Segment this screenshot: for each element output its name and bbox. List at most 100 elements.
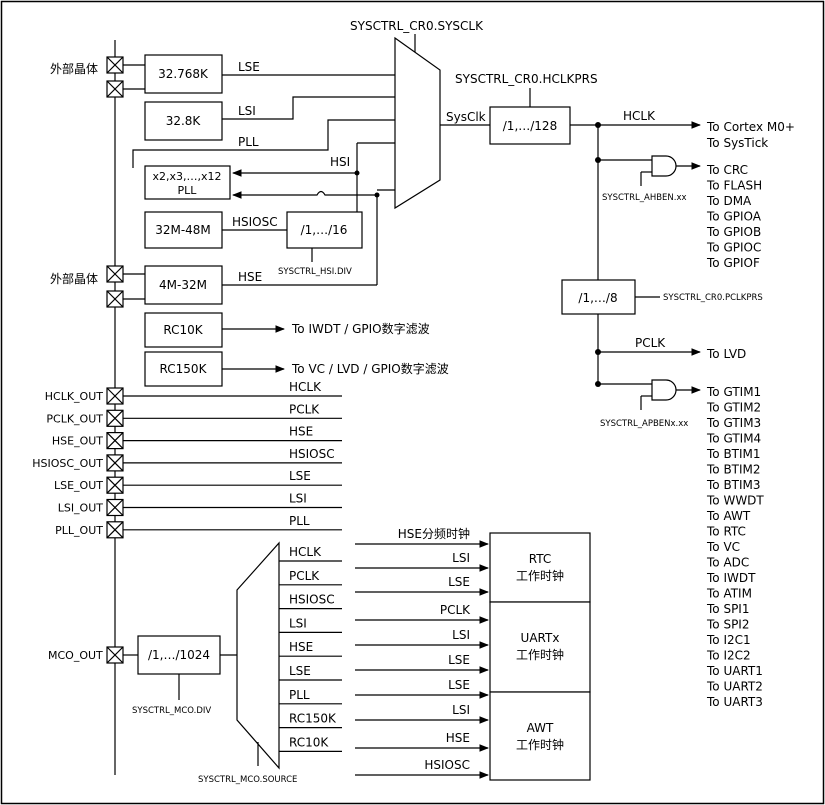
- uart-input-0: PCLK: [440, 603, 471, 617]
- hse-line-label: HSE: [238, 270, 262, 284]
- mco-input-6: PLL: [289, 688, 310, 702]
- apb-target-5: To BTIM2: [706, 463, 761, 477]
- apb-target-7: To WWDT: [706, 494, 764, 508]
- hsiosc-box-label: 32M-48M: [155, 223, 211, 237]
- sysclk-signal: SysClk: [446, 110, 486, 124]
- to-systick: To SysTick: [706, 136, 768, 150]
- ahb-target-6: To GPIOF: [706, 256, 760, 270]
- to-iwdt-filter: To IWDT / GPIO数字滤波: [291, 321, 430, 336]
- mco-input-2: HSIOSC: [289, 593, 335, 607]
- out-signal-0: HCLK: [289, 380, 322, 394]
- hclkprs-label: SYSCTRL_CR0.HCLKPRS: [455, 72, 598, 86]
- hsi-div-label: SYSCTRL_HSI.DIV: [278, 267, 352, 277]
- awt-input-2: HSIOSC: [424, 758, 470, 772]
- lse-line-label: LSE: [238, 60, 260, 74]
- out-pin-3: [106, 454, 124, 472]
- sysclk-mux-label: SYSCTRL_CR0.SYSCLK: [350, 19, 484, 33]
- hsi-div-box: [286, 211, 363, 249]
- sysclk-mux: [394, 36, 441, 210]
- mco-source-label: SYSCTRL_MCO.SOURCE: [198, 775, 297, 785]
- uart-input-1: LSI: [452, 628, 470, 642]
- lse-oscillator-label: 32.768K: [158, 67, 209, 81]
- apb-target-19: To UART2: [706, 680, 763, 694]
- uart-input-3: LSE: [448, 678, 470, 692]
- apb-target-1: To GTIM2: [706, 401, 761, 415]
- apb-target-13: To ATIM: [706, 587, 752, 601]
- out-pin-1: [106, 409, 124, 427]
- rtc-input-0: HSE分频时钟: [398, 526, 470, 541]
- awt-block-line1: AWT: [527, 721, 554, 735]
- out-pin-label-2: HSE_OUT: [52, 435, 103, 448]
- apb-target-10: To VC: [706, 540, 740, 554]
- uart-block-line2: 工作时钟: [516, 647, 564, 662]
- out-pin-5: [106, 498, 124, 517]
- mco-out-label: MCO_OUT: [48, 649, 103, 662]
- apb-target-12: To IWDT: [706, 571, 756, 585]
- apben-label: SYSCTRL_APBENx.xx: [600, 419, 688, 429]
- ahb-target-2: To DMA: [706, 194, 752, 208]
- external-crystal-label-2: 外部晶体: [50, 271, 98, 286]
- crystal-pin-2: [106, 265, 124, 308]
- rc10k-label: RC10K: [163, 323, 203, 337]
- apb-target-20: To UART3: [706, 695, 763, 709]
- apb-target-6: To BTIM3: [706, 478, 761, 492]
- ahben-label: SYSCTRL_AHBEN.xx: [602, 193, 687, 203]
- hse-box: [144, 265, 223, 305]
- hsi-line-label: HSI: [330, 155, 350, 169]
- mco-div-label: SYSCTRL_MCO.DIV: [132, 706, 211, 716]
- pll-box-line2: PLL: [178, 184, 198, 197]
- out-pin-label-4: LSE_OUT: [54, 479, 103, 492]
- mco-input-8: RC10K: [289, 735, 329, 749]
- rtc-block: [489, 532, 591, 603]
- apb-target-18: To UART1: [706, 664, 763, 678]
- out-signal-4: LSE: [289, 469, 311, 483]
- external-crystal-label-1: 外部晶体: [50, 61, 98, 76]
- out-pin-label-3: HSIOSC_OUT: [32, 457, 103, 470]
- out-signal-3: HSIOSC: [289, 447, 335, 461]
- lsi-oscillator-label: 32.8K: [166, 114, 202, 128]
- awt-input-1: HSE: [446, 731, 470, 745]
- to-lvd: To LVD: [706, 347, 746, 361]
- hsi-div-box-label: /1,…/16: [301, 223, 348, 237]
- apb-target-4: To BTIM1: [706, 447, 761, 461]
- out-signal-6: PLL: [289, 514, 310, 528]
- hclk-signal: HCLK: [623, 109, 656, 123]
- rtc-block-line2: 工作时钟: [516, 568, 564, 583]
- apb-target-3: To GTIM4: [706, 432, 761, 446]
- pll-line-label: PLL: [238, 135, 259, 149]
- out-pin-label-6: PLL_OUT: [55, 524, 103, 537]
- out-pin-label-5: LSI_OUT: [58, 502, 104, 515]
- out-signal-2: HSE: [289, 425, 313, 439]
- out-pin-0: [106, 387, 124, 405]
- pll-box-line1: x2,x3,…,x12: [152, 170, 221, 183]
- mco-input-3: LSI: [289, 616, 307, 630]
- out-pin-4: [106, 476, 124, 494]
- pclk-div-label: /1,…/8: [578, 291, 617, 305]
- mco-out-pin: [106, 646, 124, 664]
- ahb-target-0: To CRC: [706, 163, 748, 177]
- hse-box-label: 4M-32M: [159, 278, 207, 292]
- crystal-pin-1: [106, 56, 124, 98]
- apb-target-2: To GTIM3: [706, 416, 761, 430]
- hclk-div-label: /1,…/128: [503, 119, 557, 133]
- uart-block-line1: UARTx: [521, 631, 560, 645]
- apb-target-14: To SPI1: [706, 602, 749, 616]
- apb-target-17: To I2C2: [706, 649, 751, 663]
- hclk-div-box: [489, 106, 571, 145]
- mco-source-mux: [236, 541, 280, 770]
- rtc-input-1: LSI: [452, 551, 470, 565]
- awt-input-0: LSI: [452, 703, 470, 717]
- mco-input-1: PCLK: [289, 569, 320, 583]
- out-pin-6: [106, 521, 124, 539]
- awt-block-line2: 工作时钟: [516, 737, 564, 752]
- awt-block: [489, 691, 591, 781]
- out-pin-2: [106, 432, 124, 450]
- mco-input-7: RC150K: [289, 712, 337, 726]
- mco-input-4: HSE: [289, 640, 313, 654]
- ahb-target-3: To GPIOA: [706, 210, 762, 224]
- uart-block: [489, 601, 591, 693]
- apb-target-15: To SPI2: [706, 618, 749, 632]
- pclkprs-label: SYSCTRL_CR0.PCLKPRS: [663, 293, 763, 303]
